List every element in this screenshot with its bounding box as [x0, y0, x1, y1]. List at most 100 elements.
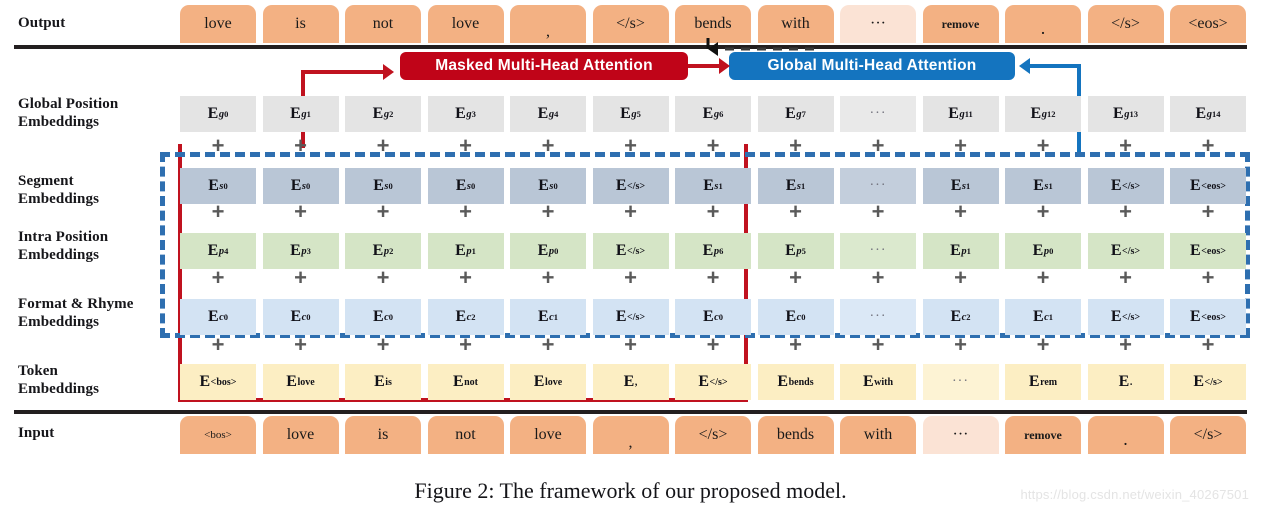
plus-operator-r3-c5: + [624, 332, 637, 357]
input-token-11: . [1087, 416, 1164, 454]
token-embedding-cell-11: E. [1087, 364, 1164, 400]
row-label-intra-position-line1: Intra Position [18, 229, 109, 245]
row-label-intra-position-line2: Embeddings [18, 247, 100, 263]
output-token-0: love [180, 5, 256, 43]
plus-operator-r0-c2: + [376, 133, 390, 158]
decoder-to-masked-arrowhead [383, 64, 394, 80]
row-label-format-rhyme-line2: Embeddings [18, 314, 100, 330]
plus-operator-r1-c2: + [376, 199, 390, 224]
global-multi-head-attention-box[interactable]: Global Multi-Head Attention [729, 52, 1015, 80]
format-rhyme-cell-12: E<eos> [1170, 299, 1246, 335]
plus-operator-r1-c0: + [211, 199, 225, 224]
plus-operator-r1-c5: + [624, 199, 637, 224]
token-embedding-cell-5: E, [592, 364, 669, 400]
plus-operator-r2-c12: + [1201, 265, 1215, 290]
row-label-global-position-line2: Embeddings [18, 114, 100, 130]
plus-operator-r3-c0: + [211, 332, 225, 357]
plus-operator-r1-c9: + [954, 199, 967, 224]
plus-operator-r2-c4: + [541, 265, 555, 290]
row-label-global-position-line1: Global Position [18, 96, 119, 112]
global-output-dashed-arrow [706, 38, 814, 56]
global-position-cell-8: ··· [840, 96, 916, 132]
input-token-7: bends [757, 416, 834, 454]
figure-caption: Figure 2: The framework of our proposed … [414, 478, 847, 503]
row-label-format-rhyme: Format & Rhyme Embeddings [18, 295, 198, 331]
plus-operator-r0-c8: + [871, 133, 885, 158]
row-label-intra-position: Intra Position Embeddings [18, 228, 186, 264]
segment-cell-8: ··· [840, 168, 916, 204]
format-rhyme-cell-5: E</s> [592, 299, 669, 335]
divider-bottom [14, 410, 1247, 414]
plus-operator-r1-c3: + [459, 199, 472, 224]
segment-cell-11: E</s> [1087, 168, 1164, 204]
input-token-6: </s> [675, 416, 751, 454]
plus-operator-r3-c12: + [1201, 332, 1215, 357]
global-input-horizontal [1030, 64, 1081, 68]
plus-operator-r1-c6: + [706, 199, 720, 224]
plus-operator-layer: ++++++++++++++++++++++++++++++++++++++++… [211, 133, 1215, 357]
token-embedding-cell-12: E</s> [1170, 364, 1246, 400]
row-label-token-line1: Token [18, 363, 58, 379]
plus-operator-r1-c7: + [789, 199, 802, 224]
plus-operator-r3-c11: + [1119, 332, 1132, 357]
plus-operator-r2-c3: + [459, 265, 472, 290]
plus-operator-r3-c6: + [706, 332, 720, 357]
row-label-segment: Segment Embeddings [18, 172, 186, 208]
plus-operator-r1-c8: + [871, 199, 885, 224]
divider-top [14, 45, 1247, 49]
plus-operator-r2-c5: + [624, 265, 637, 290]
plus-operator-r0-c11: + [1119, 133, 1132, 158]
plus-operator-r1-c10: + [1036, 199, 1050, 224]
segment-cell-12: E<eos> [1170, 168, 1246, 204]
plus-operator-r2-c10: + [1036, 265, 1050, 290]
plus-operator-r0-c3: + [459, 133, 472, 158]
output-token-12: <eos> [1170, 5, 1246, 43]
row-label-format-rhyme-line1: Format & Rhyme [18, 296, 134, 312]
plus-operator-r2-c8: + [871, 265, 885, 290]
row-label-segment-line1: Segment [18, 173, 74, 189]
format-rhyme-cell-11: E</s> [1087, 299, 1164, 335]
input-token-0: <bos> [180, 416, 256, 454]
input-token-4: love [510, 416, 586, 454]
segment-cell-5: E</s> [592, 168, 669, 204]
output-token-1: is [262, 5, 339, 43]
masked-to-global-connector [688, 64, 722, 68]
plus-operator-r3-c3: + [459, 332, 472, 357]
plus-operator-r3-c2: + [376, 332, 390, 357]
plus-operator-r2-c6: + [706, 265, 720, 290]
plus-operator-r0-c10: + [1036, 133, 1050, 158]
plus-operator-r0-c7: + [789, 133, 802, 158]
plus-operator-r2-c1: + [294, 265, 307, 290]
plus-operator-r1-c12: + [1201, 199, 1215, 224]
decoder-to-masked-horizontal [301, 70, 385, 74]
row-label-input: Input [18, 425, 55, 441]
masked-multi-head-attention-box[interactable]: Masked Multi-Head Attention [400, 52, 688, 80]
row-label-segment-line2: Embeddings [18, 191, 100, 207]
intra-position-cell-12: E<eos> [1170, 233, 1246, 269]
